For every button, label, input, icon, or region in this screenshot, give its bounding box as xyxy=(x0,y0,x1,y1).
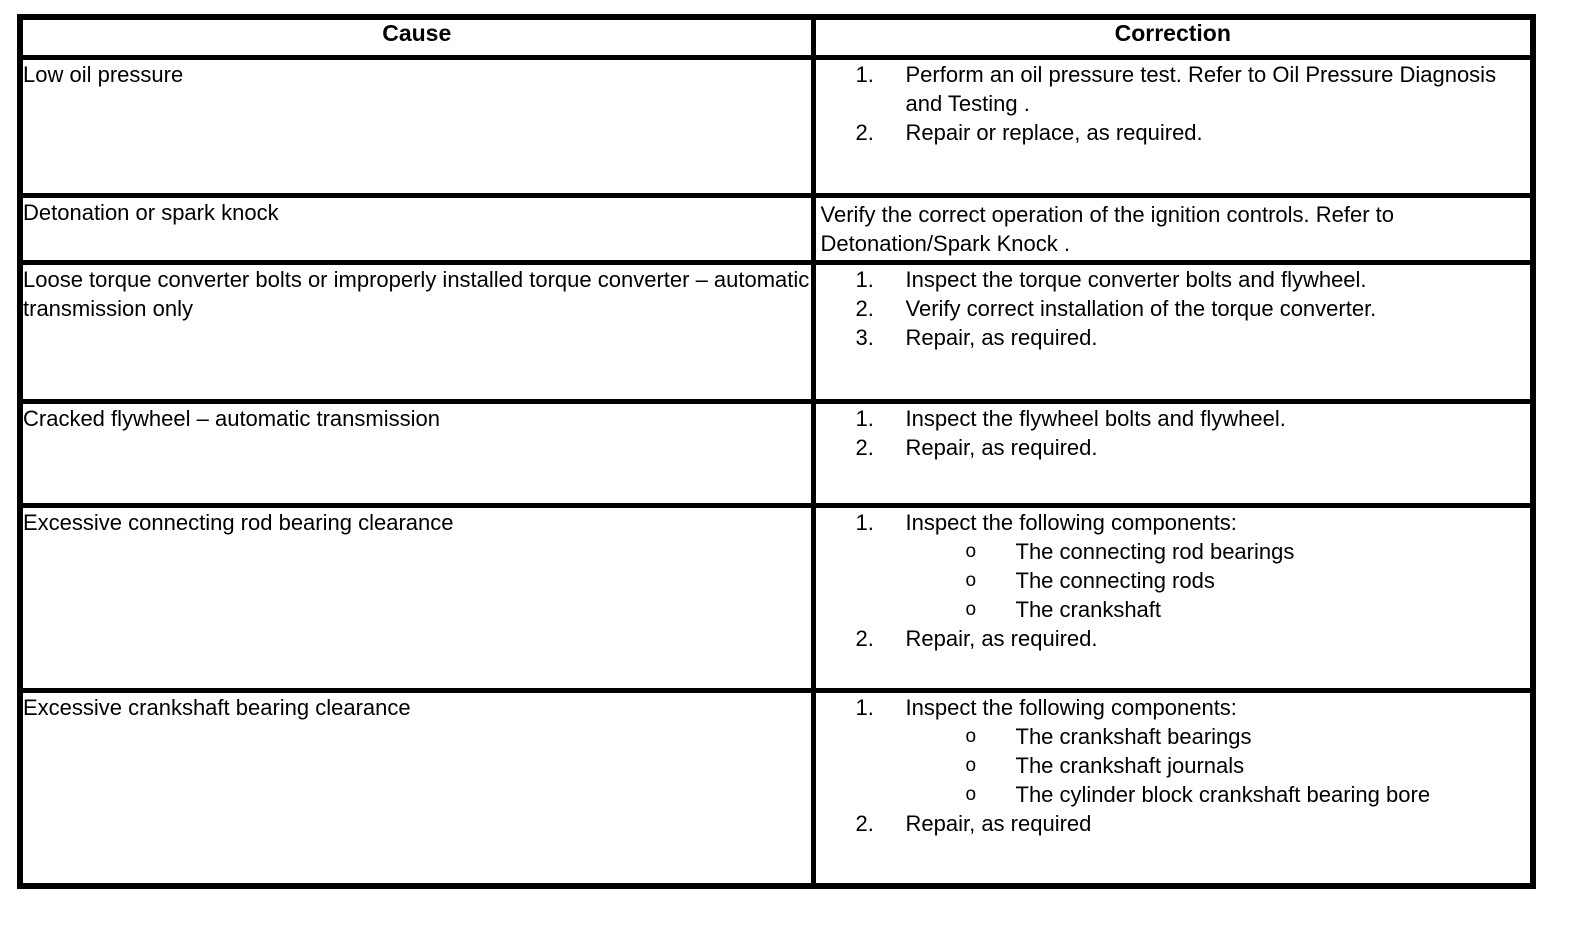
bullet-text: The crankshaft bearings xyxy=(1015,723,1252,749)
table-row-loose-torque-converter-bolts: Loose torque converter bolts or improper… xyxy=(17,259,1536,404)
bullet-item: o The crankshaft bearings xyxy=(816,722,1531,751)
cause-cell: Low oil pressure xyxy=(17,54,816,198)
numbered-item: 3. Repair, as required. xyxy=(816,323,1531,352)
cause-cell: Detonation or spark knock xyxy=(17,192,816,265)
item-text: Repair, as required. xyxy=(905,324,1098,350)
item-number: 1. xyxy=(855,405,874,431)
header-row: Cause Correction xyxy=(17,14,1536,60)
item-text: Inspect the following components: xyxy=(905,694,1237,720)
item-number: 2. xyxy=(855,295,874,321)
correction-cell: Verify the correct operation of the igni… xyxy=(810,192,1536,265)
item-text: Verify correct installation of the torqu… xyxy=(905,295,1377,321)
table-row-connecting-rod-bearing-clearance: Excessive connecting rod bearing clearan… xyxy=(17,502,1536,693)
numbered-item: 1. Perform an oil pressure test. Refer to… xyxy=(816,60,1531,118)
correction-cell: 1. Inspect the torque converter bolts and… xyxy=(810,259,1536,404)
circle-bullet-icon: o xyxy=(965,783,977,805)
numbered-item: 1. Inspect the following components: xyxy=(816,508,1531,537)
bullet-text: The crankshaft journals xyxy=(1015,752,1245,778)
item-number: 1. xyxy=(855,694,874,720)
bullet-item: o The connecting rod bearings xyxy=(816,537,1531,566)
cause-cell: Cracked flywheel – automatic transmissio… xyxy=(17,398,816,508)
item-number: 2. xyxy=(855,625,874,651)
circle-bullet-icon: o xyxy=(965,540,977,562)
numbered-item: 2. Repair, as required xyxy=(816,809,1531,838)
cause-correction-table: Cause Correction Low oil pressure 1. Perf… xyxy=(17,14,1536,889)
cause-cell: Loose torque converter bolts or improper… xyxy=(17,259,816,404)
item-number: 2. xyxy=(855,434,874,460)
item-text: Repair, as required xyxy=(905,810,1092,836)
numbered-item: 2. Repair or replace, as required. xyxy=(816,118,1531,147)
numbered-item: 2. Repair, as required. xyxy=(816,433,1531,462)
numbered-item: 2. Repair, as required. xyxy=(816,624,1531,653)
cause-cell: Excessive connecting rod bearing clearan… xyxy=(17,502,816,693)
correction-cell: 1. Perform an oil pressure test. Refer to… xyxy=(810,54,1536,198)
bullet-item: o The crankshaft xyxy=(816,595,1531,624)
item-text: Inspect the flywheel bolts and flywheel. xyxy=(905,405,1286,431)
circle-bullet-icon: o xyxy=(965,725,977,747)
item-text: Perform an oil pressure test. Refer to O… xyxy=(905,61,1497,116)
correction-cell: 1. Inspect the flywheel bolts and flywhee… xyxy=(810,398,1536,508)
numbered-item: 1. Inspect the following components: xyxy=(816,693,1531,722)
item-text: Inspect the following components: xyxy=(905,509,1237,535)
item-text: Repair, as required. xyxy=(905,434,1098,460)
numbered-item: 2. Verify correct installation of the tor… xyxy=(816,294,1531,323)
table-row-crankshaft-bearing-clearance: Excessive crankshaft bearing clearance 1… xyxy=(17,687,1536,889)
bullet-text: The cylinder block crankshaft bearing bo… xyxy=(1015,781,1431,807)
bullet-item: o The crankshaft journals xyxy=(816,751,1531,780)
circle-bullet-icon: o xyxy=(965,598,977,620)
table-row-low-oil-pressure: Low oil pressure 1. Perform an oil pressu… xyxy=(17,54,1536,198)
item-number: 1. xyxy=(855,61,874,87)
table-row-detonation: Detonation or spark knock Verify the cor… xyxy=(17,192,1536,265)
item-number: 1. xyxy=(855,266,874,292)
item-number: 1. xyxy=(855,509,874,535)
bullet-item: o The cylinder block crankshaft bearing b… xyxy=(816,780,1531,809)
numbered-item: 1. Inspect the flywheel bolts and flywhee… xyxy=(816,404,1531,433)
correction-text: Verify the correct operation of the igni… xyxy=(820,201,1395,256)
circle-bullet-icon: o xyxy=(965,569,977,591)
item-number: 2. xyxy=(855,810,874,836)
cause-cell: Excessive crankshaft bearing clearance xyxy=(17,687,816,889)
circle-bullet-icon: o xyxy=(965,754,977,776)
numbered-item: 1. Inspect the torque converter bolts and… xyxy=(816,265,1531,294)
item-text: Repair, as required. xyxy=(905,625,1098,651)
bullet-text: The crankshaft xyxy=(1015,596,1162,622)
column-header-cause: Cause xyxy=(17,14,816,60)
bullet-text: The connecting rods xyxy=(1015,567,1215,593)
bullet-item: o The connecting rods xyxy=(816,566,1531,595)
table-row-cracked-flywheel: Cracked flywheel – automatic transmissio… xyxy=(17,398,1536,508)
item-number: 3. xyxy=(855,324,874,350)
column-header-correction: Correction xyxy=(810,14,1536,60)
item-number: 2. xyxy=(855,119,874,145)
bullet-text: The connecting rod bearings xyxy=(1015,538,1295,564)
item-text: Repair or replace, as required. xyxy=(905,119,1203,145)
item-text: Inspect the torque converter bolts and f… xyxy=(905,266,1367,292)
